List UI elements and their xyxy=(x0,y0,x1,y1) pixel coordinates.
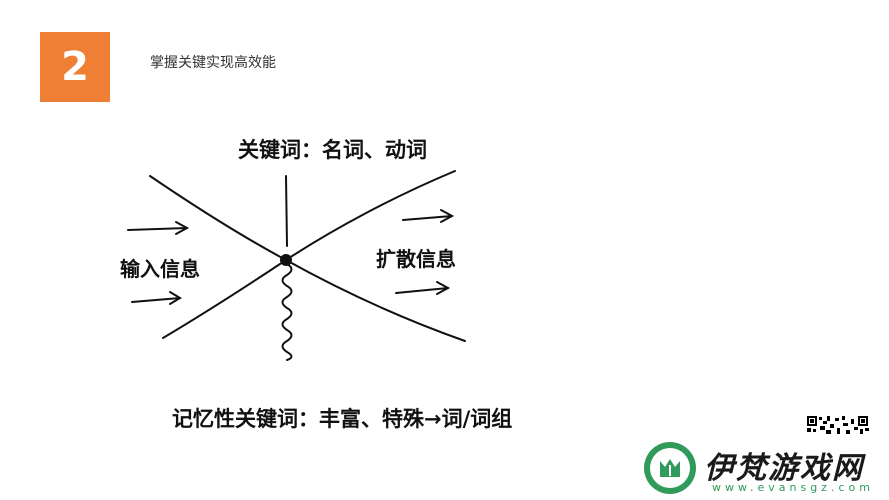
squiggle-line xyxy=(281,263,293,361)
watermark-logo-icon xyxy=(644,442,696,494)
diagonal-line-lower-right xyxy=(285,259,466,342)
left-arrow-bottom xyxy=(131,291,182,305)
label-keywords: 关键词：名词、动词 xyxy=(238,138,427,162)
diagonal-line-lower-left xyxy=(162,259,287,339)
label-input-info: 输入信息 xyxy=(120,257,200,281)
qr-code-icon xyxy=(806,415,870,437)
center-dot xyxy=(280,254,292,266)
label-spread-info: 扩散信息 xyxy=(376,247,456,271)
diagonal-line-upper-right xyxy=(285,170,456,261)
section-number-badge: 2 xyxy=(40,32,110,102)
left-arrow-top xyxy=(127,221,190,235)
right-arrow-top xyxy=(402,209,455,223)
slide-title: 掌握关键实现高效能 xyxy=(150,55,276,71)
right-arrow-bottom xyxy=(395,281,451,295)
watermark-site-name: 伊梵游戏网 xyxy=(704,451,864,486)
vertical-stem xyxy=(285,175,288,247)
section-number: 2 xyxy=(61,44,89,90)
diagonal-line-upper-left xyxy=(149,175,287,261)
watermark-site-url: www.evansgz.com xyxy=(712,481,874,494)
label-memory-keywords: 记忆性关键词：丰富、特殊→词/词组 xyxy=(172,407,512,431)
